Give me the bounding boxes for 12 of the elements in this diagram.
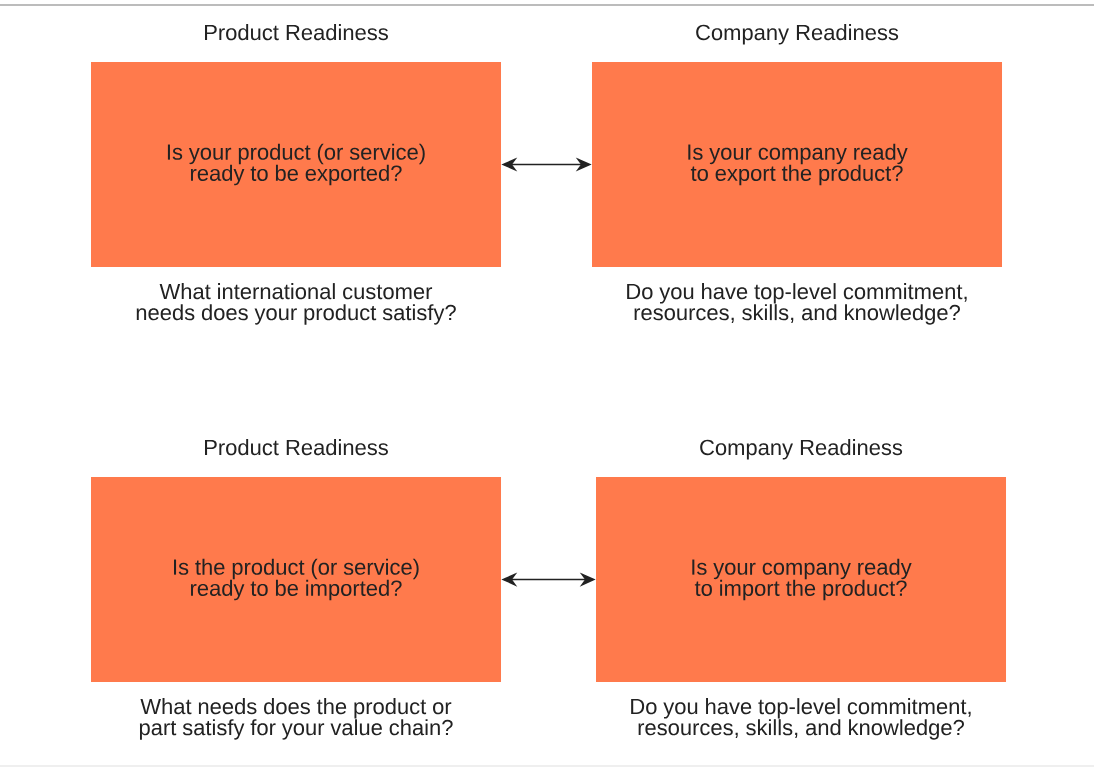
box-heading: Company Readiness: [696, 24, 899, 45]
box-caption: Do you have top-level commitment, resources, skills, and knowledge?: [627, 283, 967, 325]
process-box: Is the product (or service) ready to be imported?: [91, 477, 501, 682]
process-box: Is your company ready to export the product?: [592, 62, 1002, 267]
box-heading: Company Readiness: [700, 439, 903, 460]
process-box: Is your company ready to import the product?: [596, 477, 1006, 682]
box-heading: Product Readiness: [205, 439, 388, 456]
box-caption: What international customer needs does your product satisfy?: [136, 283, 456, 325]
process-box: Is your product (or service) ready to be exported?: [91, 62, 501, 267]
box-caption: Do you have top-level commitment, resources, skills, and knowledge?: [631, 698, 971, 740]
box-caption: What needs does the product or part satisfy for your value chain?: [139, 698, 453, 740]
box-heading: Product Readiness: [205, 24, 388, 41]
